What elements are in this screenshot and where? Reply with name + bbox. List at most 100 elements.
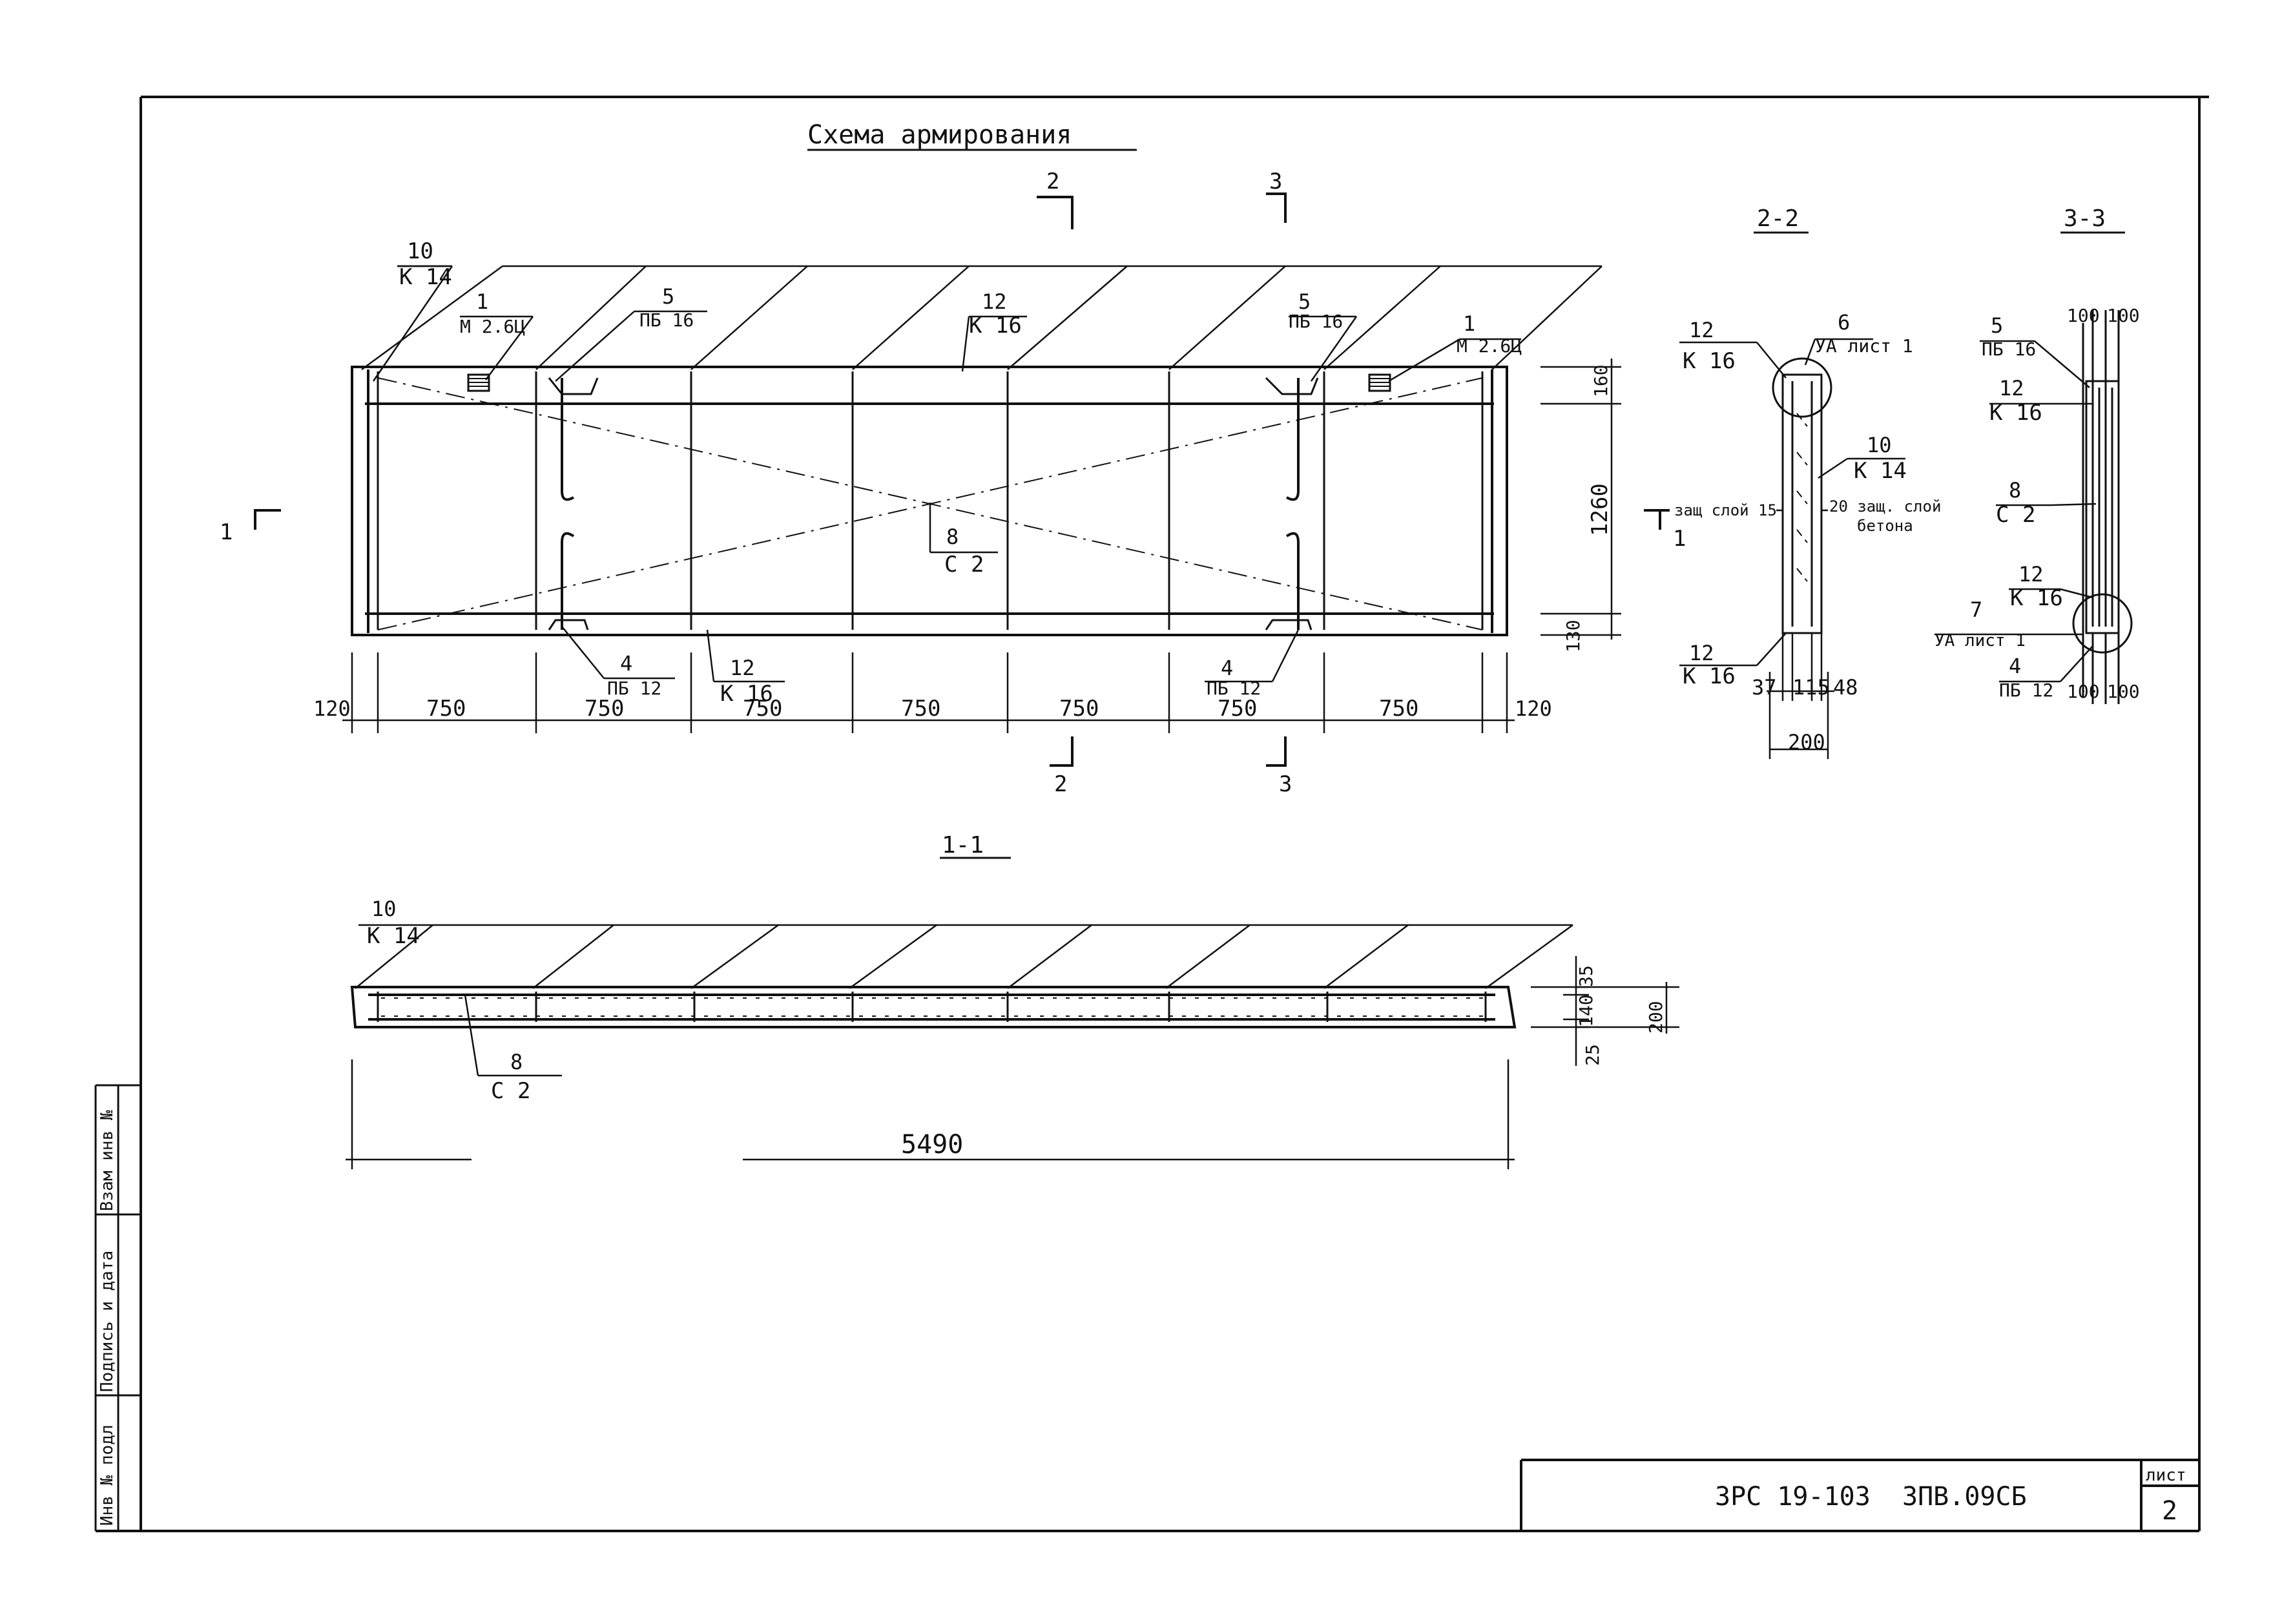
callout-mark: М 2.6Ц (460, 316, 525, 337)
dim-label: 35 (1575, 965, 1597, 987)
dim-label: 200 (1788, 730, 1825, 755)
callout-num: 12 (1689, 318, 1714, 342)
panel-outline (351, 366, 1508, 636)
callout-mark: ПБ 12 (1999, 680, 2053, 701)
callout-num: 12 (1689, 641, 1714, 665)
section-title: 1-1 (942, 832, 984, 859)
plan-callouts: 10 К 14 1 М 2.6Ц 5 ПБ 16 12 К 16 5 ПБ 16… (397, 238, 1522, 707)
top-mesh (361, 265, 1603, 371)
section-title: 2-2 (1757, 205, 1799, 232)
callout-num: 4 (2009, 654, 2021, 678)
callout-num: 4 (620, 651, 632, 676)
callout-mark: УА лист 1 (1815, 335, 1913, 357)
callout-mark: К 16 (720, 681, 773, 707)
dim-label: 750 (426, 696, 466, 722)
callout-num: 1 (476, 289, 488, 314)
section-2-2: 2-2 (1674, 205, 1941, 759)
cut-label: 1 (1673, 526, 1686, 552)
dim-label: 750 (743, 696, 782, 722)
cut-label: 2 (1046, 169, 1059, 194)
callout-mark: УА лист 1 (1935, 631, 2026, 651)
doc-mark: 3ПВ.09СБ (1902, 1482, 2027, 1512)
drawing-title-group: Схема армирования (807, 120, 1137, 151)
cut-markers: 2 3 2 3 1 1 (220, 169, 1686, 797)
callout-num: 5 (1991, 313, 2003, 338)
dim-label: 100 (2107, 681, 2140, 702)
callout-num: 1 (1463, 311, 1475, 336)
sheet-label: лист (2146, 1466, 2186, 1485)
dim-label: 100 (2067, 305, 2100, 326)
callout-num: 5 (662, 284, 674, 309)
callout-mark: К 14 (367, 923, 420, 949)
callout-mark: С 2 (491, 1078, 530, 1104)
dim-label: 160 (1590, 364, 1612, 397)
callout-mark: К 16 (1683, 348, 1736, 374)
callout-num: 12 (982, 289, 1007, 314)
callout-mark: К 16 (2010, 585, 2063, 611)
callout-num: 4 (1221, 656, 1233, 680)
dim-label: 37 (1752, 675, 1777, 700)
callout-num: 12 (2018, 562, 2044, 587)
stamp-replace-label: Взам инв № (98, 1110, 117, 1211)
embedded-plates (467, 373, 1391, 392)
callout-mark: К 16 (1683, 663, 1736, 689)
callout-mark: ПБ 16 (639, 309, 694, 331)
callout-mark: К 16 (969, 313, 1022, 338)
dim-label: 750 (585, 696, 624, 722)
lifting-hooks (561, 378, 1300, 630)
stamp-sign-label: Подпись и дата (98, 1251, 117, 1392)
callout-mark: К 14 (1854, 458, 1907, 484)
callout-num: 10 (371, 897, 397, 921)
dim-label: 100 (2067, 681, 2100, 702)
cut-label: 1 (220, 519, 233, 545)
sheet-number: 2 (2162, 1496, 2177, 1526)
dim-label: 120 (1515, 696, 1552, 721)
sheet-frame (96, 96, 2209, 1532)
dim-label: 750 (1379, 696, 1418, 722)
dim-label: 25 (1582, 1044, 1603, 1066)
cover-right-2: бетона (1857, 517, 1913, 535)
plan-right-dimensions: 160 1260 130 (1540, 359, 1621, 652)
title-block: 3РС 19-103 3ПВ.09СБ лист 2 (1520, 1459, 2199, 1531)
length-dim: 5490 (901, 1130, 963, 1160)
bent-bars (548, 377, 1319, 630)
dim-label: 48 (1833, 675, 1858, 700)
section-title: 3-3 (2064, 205, 2106, 232)
callout-mark: ПБ 12 (1207, 678, 1261, 699)
callout-num: 8 (946, 525, 959, 549)
callout-num: 10 (407, 238, 433, 264)
plan-bottom-dimensions: 120 750 750 750 750 750 750 750 120 (313, 652, 1552, 733)
plan-leaders (372, 265, 1521, 683)
dim-label: 750 (1218, 696, 1257, 722)
dim-label: 750 (901, 696, 940, 722)
cut-label: 3 (1279, 771, 1292, 797)
cover-right: 20 защ. слой (1829, 497, 1941, 515)
dim-label: 1260 (1587, 483, 1613, 536)
callout-num: 8 (510, 1050, 523, 1074)
callout-num: 12 (730, 656, 755, 680)
callout-num: 7 (1970, 598, 1982, 622)
doc-code: 3РС 19-103 (1715, 1482, 1871, 1512)
section-1-1: 1-1 (346, 832, 1679, 1169)
dim-label: 140 (1575, 994, 1597, 1027)
callout-mark: ПБ 16 (1982, 338, 2036, 360)
dim-label: 100 (2107, 305, 2140, 326)
section-3-3: 3-3 (1935, 205, 2140, 704)
dim-label: 200 (1645, 1001, 1666, 1034)
side-stamp: Инв № подл Подпись и дата Взам инв № (94, 1084, 141, 1531)
callout-mark: С 2 (944, 552, 984, 578)
dim-label: 130 (1562, 619, 1584, 652)
callout-num: 6 (1838, 310, 1850, 335)
dim-label: 120 (313, 696, 351, 721)
callout-mark: К 16 (1989, 400, 2042, 426)
plan-view: 10 К 14 1 М 2.6Ц 5 ПБ 16 12 К 16 5 ПБ 16… (313, 238, 1621, 733)
callout-mark: С 2 (1996, 502, 2035, 528)
callout-mark: ПБ 16 (1289, 311, 1343, 332)
callout-num: 5 (1298, 289, 1311, 314)
cover-left: защ слой 15 (1674, 501, 1777, 519)
cut-label: 2 (1054, 771, 1067, 797)
callout-mark: К 14 (399, 264, 452, 290)
callout-num: 10 (1867, 433, 1892, 457)
callout-mark: М 2.6Ц (1457, 335, 1522, 357)
